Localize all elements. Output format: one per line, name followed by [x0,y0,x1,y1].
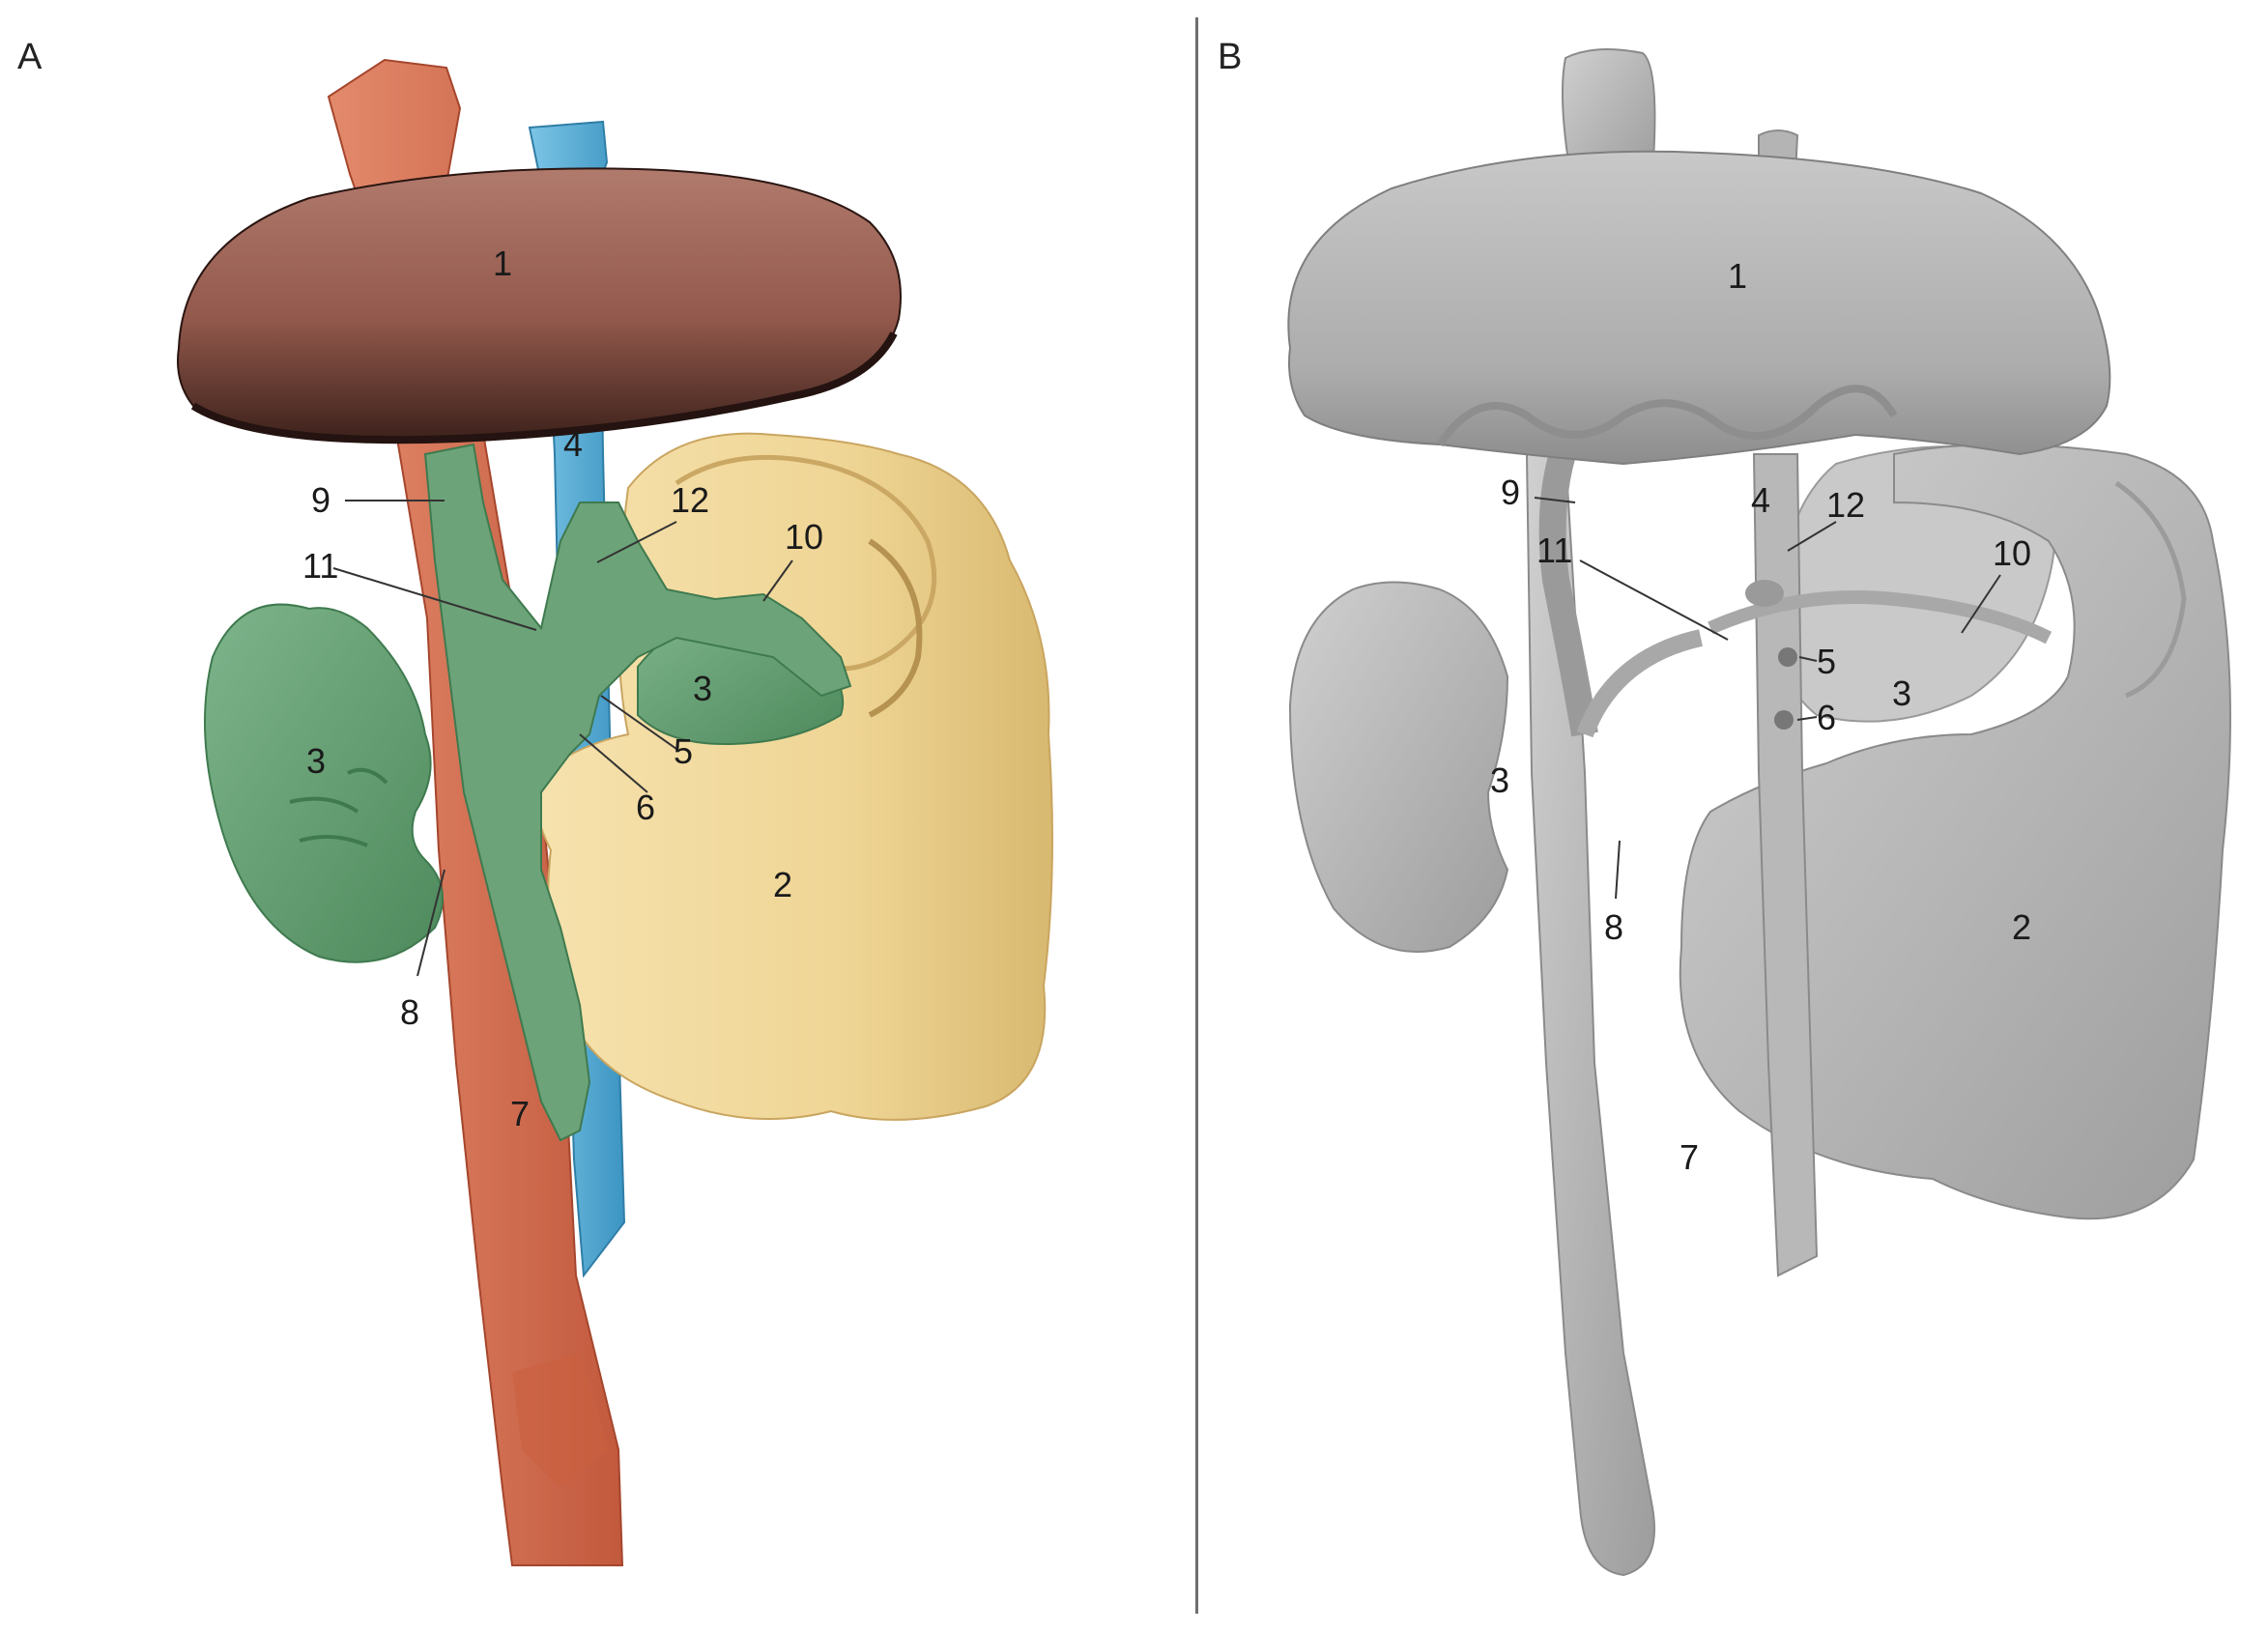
panel-letter-b: B [1218,37,1243,77]
organ-3-left-shape [204,603,444,963]
gray-label-11: 11 [1536,530,1572,570]
organ-2-upper-fold [675,454,937,672]
gray-vessel-9 [1538,440,1598,737]
gray-top-vessel [1561,48,1656,175]
organ-3-left-hilum [289,767,388,847]
gray-label-3-right: 3 [1892,673,1911,713]
gray-node-6 [1774,710,1794,730]
gray-vessel-4 [1752,453,1819,1277]
vessel-network-green [423,443,852,1142]
gray-label-1: 1 [1728,256,1747,296]
panel-letter-a: A [17,37,43,77]
gray-label-10: 10 [1993,533,2031,573]
label-5: 5 [674,731,693,771]
gray-label-8: 8 [1604,907,1623,947]
label-3-left: 3 [306,741,326,781]
label-11: 11 [302,546,338,586]
gray-organ-3-left [1288,581,1509,953]
gray-label-4: 4 [1751,480,1770,520]
gray-label-3-left: 3 [1490,760,1509,800]
panel-b: B [1198,0,2268,1633]
panel-a-anatomy-model: 1 2 3 3 4 5 6 7 8 9 10 11 12 [177,58,1053,1566]
organ-1-rim [190,331,898,444]
gray-vessel-11 [1576,629,1704,738]
gray-node-5 [1778,647,1797,667]
gray-organ-2-fold [2114,480,2187,699]
label-10: 10 [785,517,823,557]
gray-node-12 [1745,580,1784,607]
leader-lines-b [1534,497,2001,900]
gray-label-12: 12 [1826,485,1865,525]
label-1: 1 [493,244,512,283]
gray-organ-1-lobes [1436,385,1898,447]
gray-label-9: 9 [1501,473,1520,512]
label-9: 9 [311,480,330,520]
gray-label-6: 6 [1817,698,1836,737]
gray-vessel-7 [1525,453,1655,1577]
panel-b-anatomy-model: 1 2 3 3 4 5 6 7 8 9 10 11 12 [1287,48,2231,1577]
label-12: 12 [671,480,709,520]
vessel-7-lower-texture [512,1353,609,1488]
label-8: 8 [400,992,419,1032]
leader-lines-a [332,500,793,977]
label-2: 2 [773,865,792,904]
gray-label-7: 7 [1679,1137,1699,1177]
organ-2-inner-fold [868,538,923,718]
label-4: 4 [563,424,583,464]
panel-divider [1195,17,1198,1614]
gray-label-5: 5 [1817,642,1836,681]
gray-label-2: 2 [2012,907,2031,947]
panel-a: A [17,37,1053,1566]
label-6: 6 [636,788,655,827]
label-7: 7 [510,1094,530,1133]
label-3-right: 3 [693,669,712,708]
gray-organ-1 [1287,150,2111,466]
gray-vessel-10 [1708,590,2053,645]
